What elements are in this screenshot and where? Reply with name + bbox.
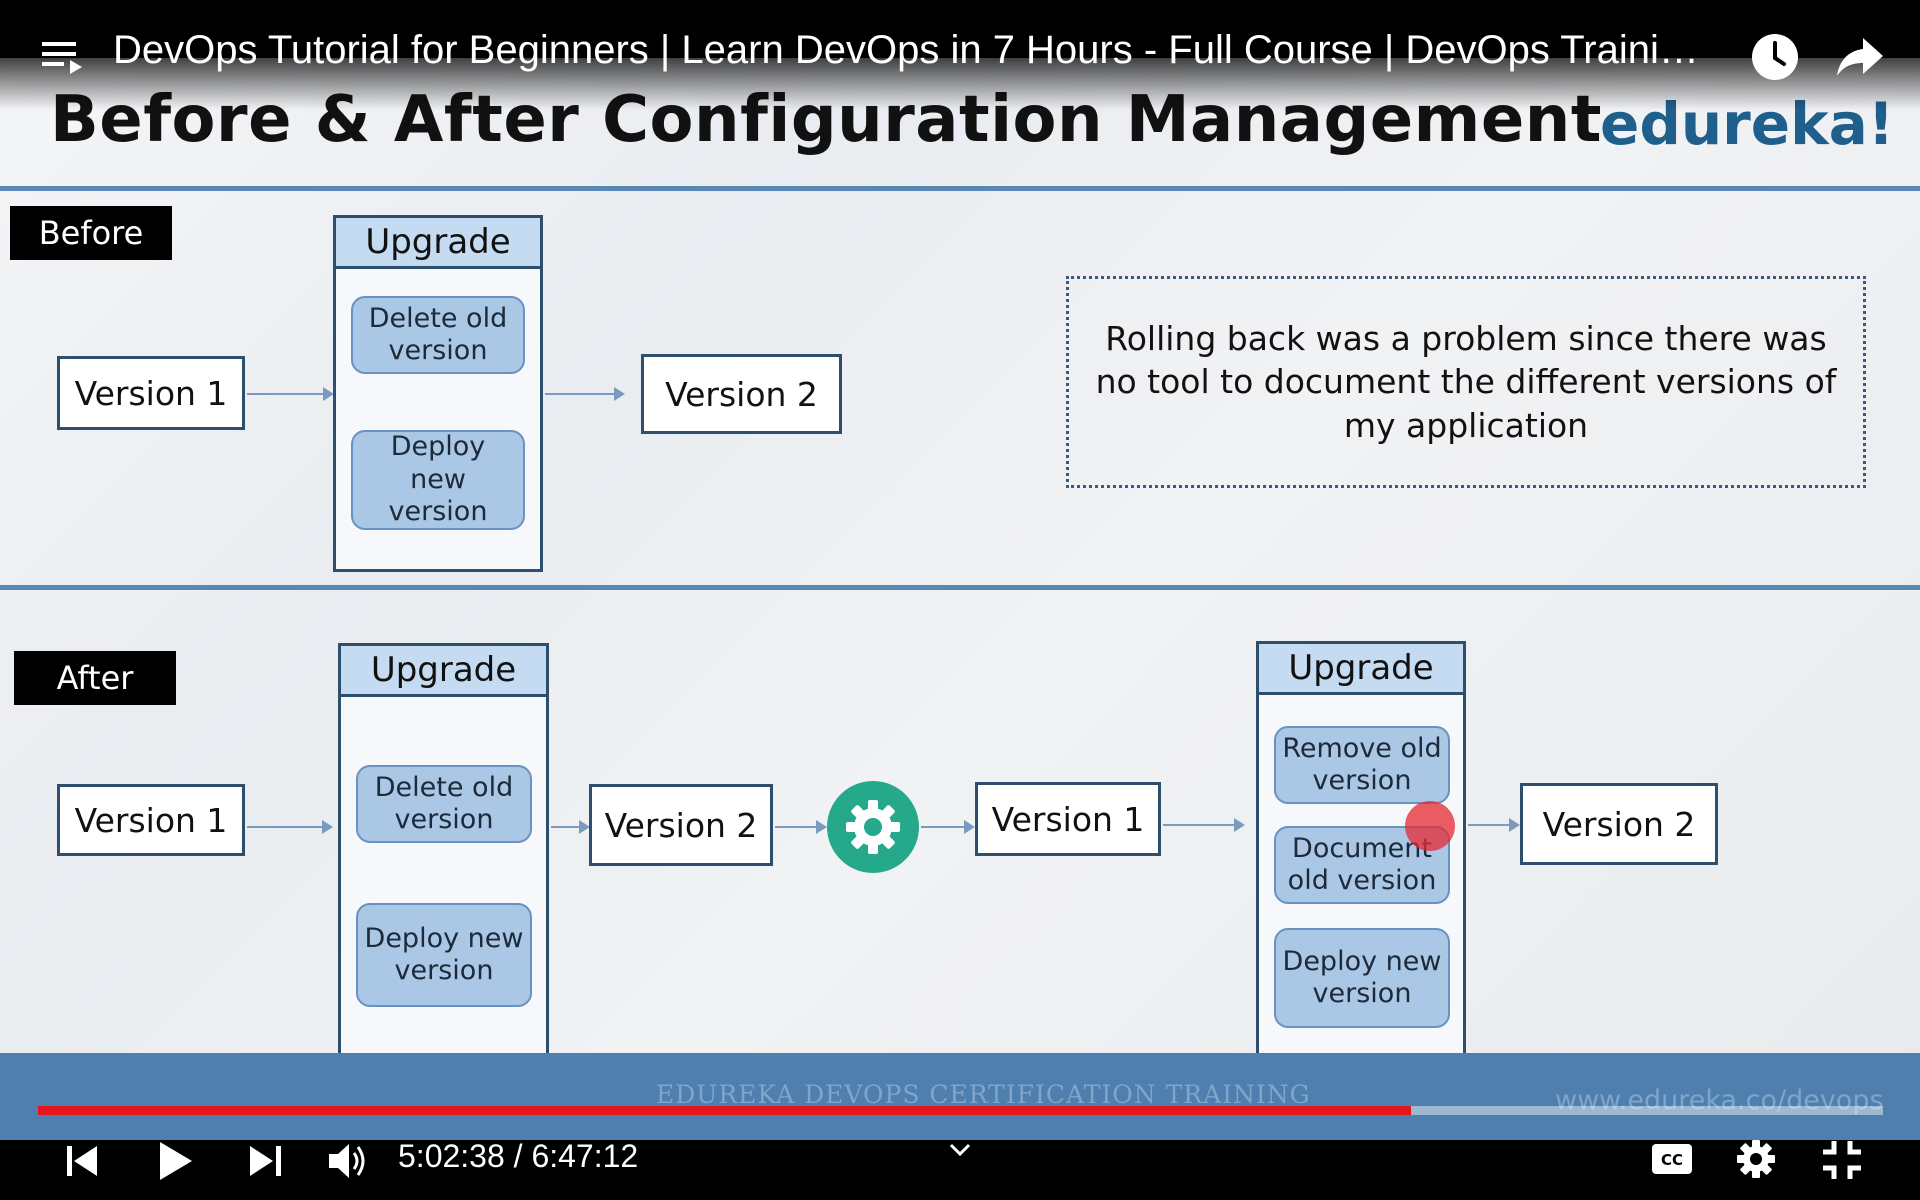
after-version-1-box-2: Version 1 <box>975 782 1161 856</box>
time-display: 5:02:38 / 6:47:12 <box>398 1138 639 1174</box>
after-version-2-box-2: Version 2 <box>1520 783 1718 865</box>
footer-url: www.edureka.co/devops <box>1555 1085 1884 1116</box>
after-upgrade-box-1: Upgrade Delete old version Deploy new ve… <box>338 643 549 1101</box>
video-title[interactable]: DevOps Tutorial for Beginners | Learn De… <box>113 28 1699 72</box>
arrow <box>545 387 625 401</box>
progress-played <box>38 1106 1411 1115</box>
playlist-icon[interactable] <box>40 38 84 78</box>
slide-footer <box>0 1053 1920 1140</box>
step-deploy-new-version: Deploy new version <box>356 903 532 1007</box>
after-upgrade-box-2: Upgrade Remove old version Document old … <box>1256 641 1466 1101</box>
next-icon[interactable] <box>246 1142 286 1180</box>
watch-later-icon[interactable] <box>1750 32 1800 82</box>
step-delete-old-version: Delete old version <box>356 765 532 843</box>
step-remove-old-version: Remove old version <box>1274 726 1450 804</box>
play-icon[interactable] <box>155 1138 195 1184</box>
rollback-note: Rolling back was a problem since there w… <box>1066 276 1866 488</box>
before-upgrade-box: Upgrade Delete old version Deploy new ve… <box>333 215 543 572</box>
captions-icon[interactable]: CC <box>1651 1143 1693 1175</box>
footer-training-text: EDUREKA DEVOPS CERTIFICATION TRAINING <box>656 1080 1311 1109</box>
chevron-down-icon[interactable] <box>948 1142 972 1158</box>
arrow <box>1468 818 1520 832</box>
before-tag: Before <box>10 206 172 260</box>
player-top-bar <box>0 0 1920 110</box>
after-version-1-box: Version 1 <box>57 784 245 856</box>
arrow <box>551 820 590 834</box>
settings-icon[interactable] <box>1735 1138 1777 1180</box>
pointer-highlight <box>1405 801 1455 851</box>
progress-bar[interactable] <box>38 1106 1883 1115</box>
previous-icon[interactable] <box>63 1142 103 1180</box>
after-tag: After <box>14 651 176 705</box>
after-version-2-box: Version 2 <box>589 784 773 866</box>
arrow <box>247 820 333 834</box>
slide-frame: Before & After Configuration Management … <box>0 58 1920 1140</box>
share-icon[interactable] <box>1835 34 1885 80</box>
gear-glyph <box>846 800 900 854</box>
section-divider <box>0 585 1920 590</box>
before-version-2-box: Version 2 <box>641 354 842 434</box>
before-version-1-box: Version 1 <box>57 356 245 430</box>
step-deploy-new-version: Deploy new version <box>1274 928 1450 1028</box>
upgrade-header: Upgrade <box>1259 644 1463 695</box>
volume-icon[interactable] <box>326 1140 370 1182</box>
svg-text:CC: CC <box>1661 1151 1683 1169</box>
exit-fullscreen-icon[interactable] <box>1820 1138 1864 1182</box>
title-divider <box>0 186 1920 191</box>
upgrade-header: Upgrade <box>336 218 540 269</box>
gear-icon <box>827 781 919 873</box>
arrow <box>1163 818 1245 832</box>
player-controls <box>0 1140 1920 1200</box>
arrow <box>247 387 334 401</box>
arrow <box>921 820 975 834</box>
step-deploy-new-version: Deploy new version <box>351 430 525 530</box>
step-delete-old-version: Delete old version <box>351 296 525 374</box>
upgrade-header: Upgrade <box>341 646 546 697</box>
arrow <box>775 820 827 834</box>
